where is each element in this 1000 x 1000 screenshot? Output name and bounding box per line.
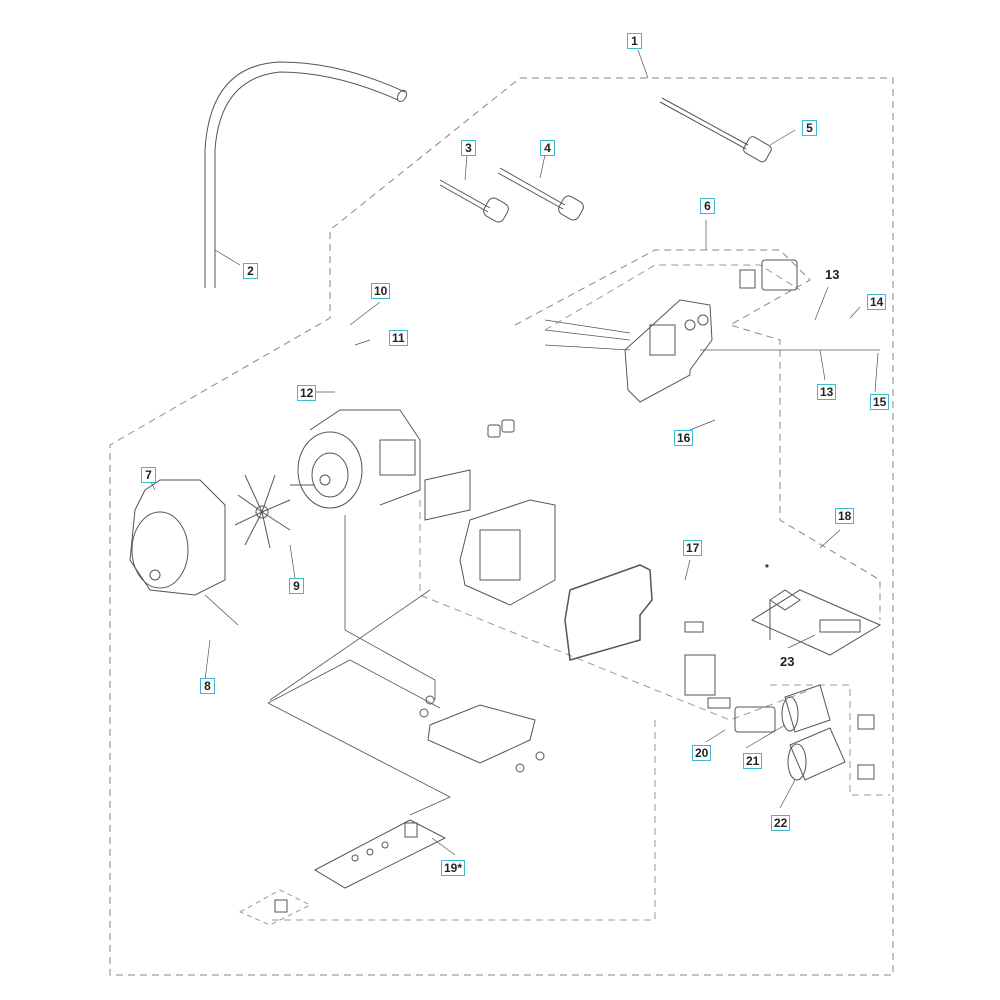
switch-box xyxy=(624,259,798,403)
callout-5[interactable]: 5 xyxy=(802,120,817,136)
callout-21[interactable]: 21 xyxy=(743,753,763,769)
fan-cover-part-7 xyxy=(129,479,226,596)
power-cord-5 xyxy=(659,97,772,163)
group-6-boundary xyxy=(514,249,811,470)
terminal-kit xyxy=(750,589,882,656)
group-1-boundary xyxy=(109,77,894,976)
motor xyxy=(290,409,421,509)
callout-17[interactable]: 17 xyxy=(683,540,703,556)
relay xyxy=(684,621,776,733)
callout-13-upper[interactable]: 13 xyxy=(825,267,840,282)
switch-kit-group xyxy=(238,819,447,926)
callout-23[interactable]: 23 xyxy=(780,654,795,669)
callout-22[interactable]: 22 xyxy=(771,815,791,831)
capacitor-group-boundary xyxy=(770,684,890,796)
mounting-plate xyxy=(419,695,545,773)
callout-16[interactable]: 16 xyxy=(674,430,694,446)
callout-19[interactable]: 19* xyxy=(441,860,466,876)
capacitor-21 xyxy=(781,684,831,733)
callout-7[interactable]: 7 xyxy=(141,467,156,483)
callout-1[interactable]: 1 xyxy=(627,33,642,49)
callout-14[interactable]: 14 xyxy=(867,294,887,310)
fan-part-9 xyxy=(234,474,291,549)
capacitor-clips xyxy=(857,714,875,780)
callout-15[interactable]: 15 xyxy=(870,394,890,410)
asterisk-note: * xyxy=(765,563,769,574)
power-cord-4 xyxy=(497,167,584,221)
gasket xyxy=(564,564,653,661)
callout-10[interactable]: 10 xyxy=(371,283,391,299)
callout-12[interactable]: 12 xyxy=(297,385,317,401)
group-18-boundary xyxy=(779,470,881,620)
callout-4[interactable]: 4 xyxy=(540,140,555,156)
capacitor-22 xyxy=(787,727,846,781)
power-cord-3 xyxy=(439,179,509,223)
callout-8[interactable]: 8 xyxy=(200,678,215,694)
callout-13-lower[interactable]: 13 xyxy=(817,384,837,400)
callout-11[interactable]: 11 xyxy=(389,330,408,346)
callout-9[interactable]: 9 xyxy=(289,578,304,594)
callout-20[interactable]: 20 xyxy=(692,745,712,761)
callout-3[interactable]: 3 xyxy=(461,140,476,156)
callout-2[interactable]: 2 xyxy=(243,263,258,279)
callout-6[interactable]: 6 xyxy=(700,198,715,214)
callout-18[interactable]: 18 xyxy=(835,508,855,524)
hose-part-2 xyxy=(204,61,408,288)
terminal-housing xyxy=(424,419,556,606)
